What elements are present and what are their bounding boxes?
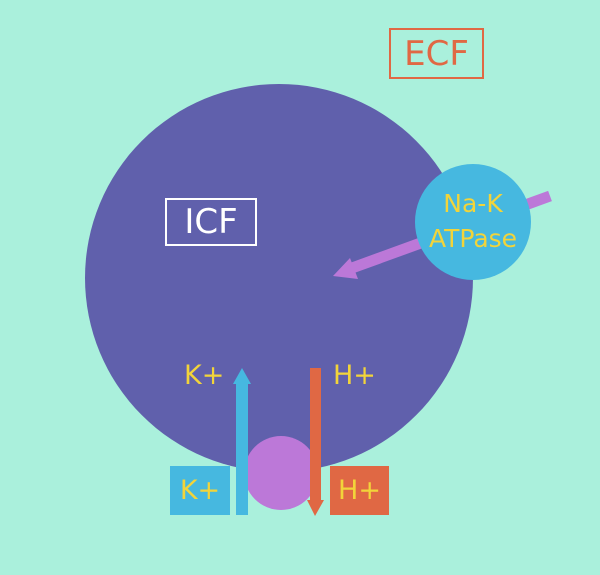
k-outside-label: K+ xyxy=(179,475,221,506)
k-arrow-head xyxy=(233,368,251,384)
h-arrow-shaft xyxy=(310,368,321,501)
k-h-exchanger xyxy=(244,436,318,510)
pump-label-line2: ATPase xyxy=(428,224,518,253)
pump-label-line1: Na-K xyxy=(443,189,503,218)
k-outside-box: K+ xyxy=(170,466,230,515)
cell-icf xyxy=(85,84,473,472)
h-inside-label: H+ xyxy=(333,360,376,391)
k-inside-label: K+ xyxy=(184,360,225,391)
na-k-arrow-head xyxy=(333,258,358,279)
h-outside-label: H+ xyxy=(338,475,381,506)
na-k-atpase-pump xyxy=(415,164,531,280)
k-arrow-shaft xyxy=(236,382,248,515)
ecf-label: ECF xyxy=(389,28,484,79)
icf-label: ICF xyxy=(165,198,257,246)
h-outside-box: H+ xyxy=(330,466,389,515)
h-arrow-head xyxy=(307,500,324,516)
